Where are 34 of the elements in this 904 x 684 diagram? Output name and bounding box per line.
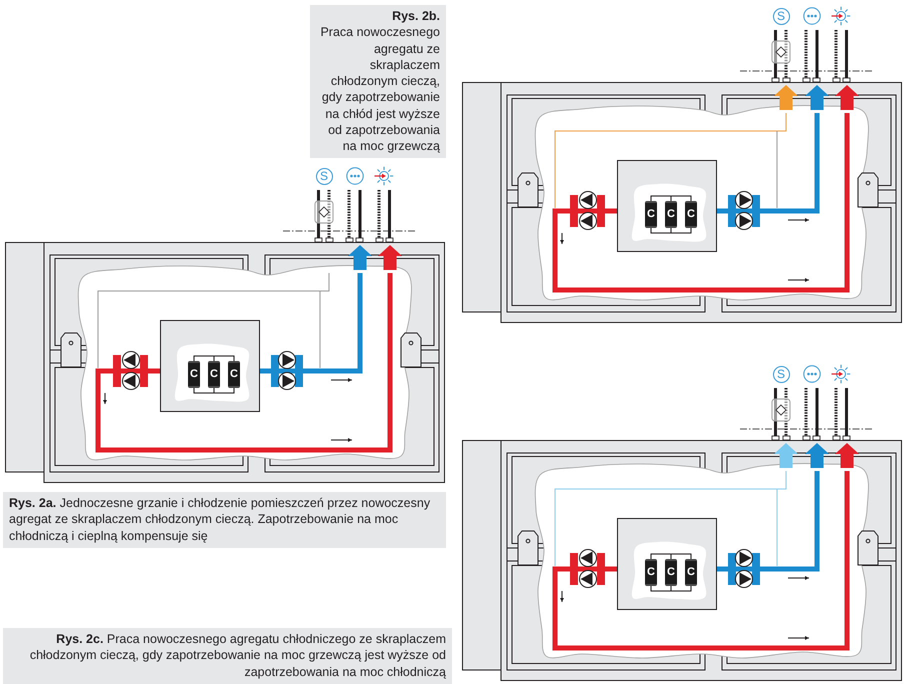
- compressor-block: C: [645, 559, 657, 586]
- caption-panel: [310, 5, 446, 158]
- manifold-line: [650, 228, 672, 234]
- manifold-line: [194, 388, 214, 394]
- manifold-line: [650, 196, 672, 202]
- manifold-line: [670, 554, 692, 560]
- compressor-unit-box: [617, 160, 717, 252]
- manifold-line: [670, 196, 692, 202]
- manifold-line: [194, 356, 214, 362]
- manifold-line: [650, 554, 672, 560]
- compressor-block: C: [228, 361, 240, 388]
- compressor-block: C: [188, 361, 200, 388]
- compressor-block: C: [685, 201, 697, 228]
- compressor-block: C: [665, 201, 677, 228]
- manifold-line: [214, 356, 234, 362]
- compressor-block: C: [645, 201, 657, 228]
- circled-letter: S: [772, 8, 790, 24]
- caption-text: Rys. 2c. Praca nowoczesnego agregatu chłodniczego ze skraplaczem chłodzonym cieczą, gdy zapotrzebowanie na moc grzewczą jest wyższe od zapotrzebowania na moc chłodniczą: [28, 631, 446, 680]
- caption-panel: [3, 492, 446, 548]
- compressor-block: C: [685, 559, 697, 586]
- caption-text: Rys. 2a. Jednoczesne grzanie i chłodzenie pomieszczeń przez nowoczesny agregat ze skraplaczem chłodzonym cieczą. Zapotrzebowanie na moc chłodniczą i cieplną kompensuje się: [9, 495, 432, 544]
- compressor-unit-box: [617, 518, 717, 610]
- caption-text: Praca nowoczesnego agregatu ze skraplaczem chłodzonym cieczą, gdy zapotrzebowanie na chłód jest wyższe od zapotrzebowania na moc grzewczą: [319, 24, 440, 155]
- circled-letter: S: [772, 366, 790, 382]
- figure-number: Rys. 2b.: [391, 8, 440, 24]
- compressor-block: C: [208, 361, 220, 388]
- manifold-line: [670, 228, 692, 234]
- manifold-line: [650, 586, 672, 592]
- circled-letter: S: [316, 168, 332, 184]
- caption-panel: [3, 628, 452, 684]
- manifold-line: [214, 388, 234, 394]
- compressor-block: C: [665, 559, 677, 586]
- compressor-unit-box: [160, 320, 260, 412]
- manifold-line: [670, 586, 692, 592]
